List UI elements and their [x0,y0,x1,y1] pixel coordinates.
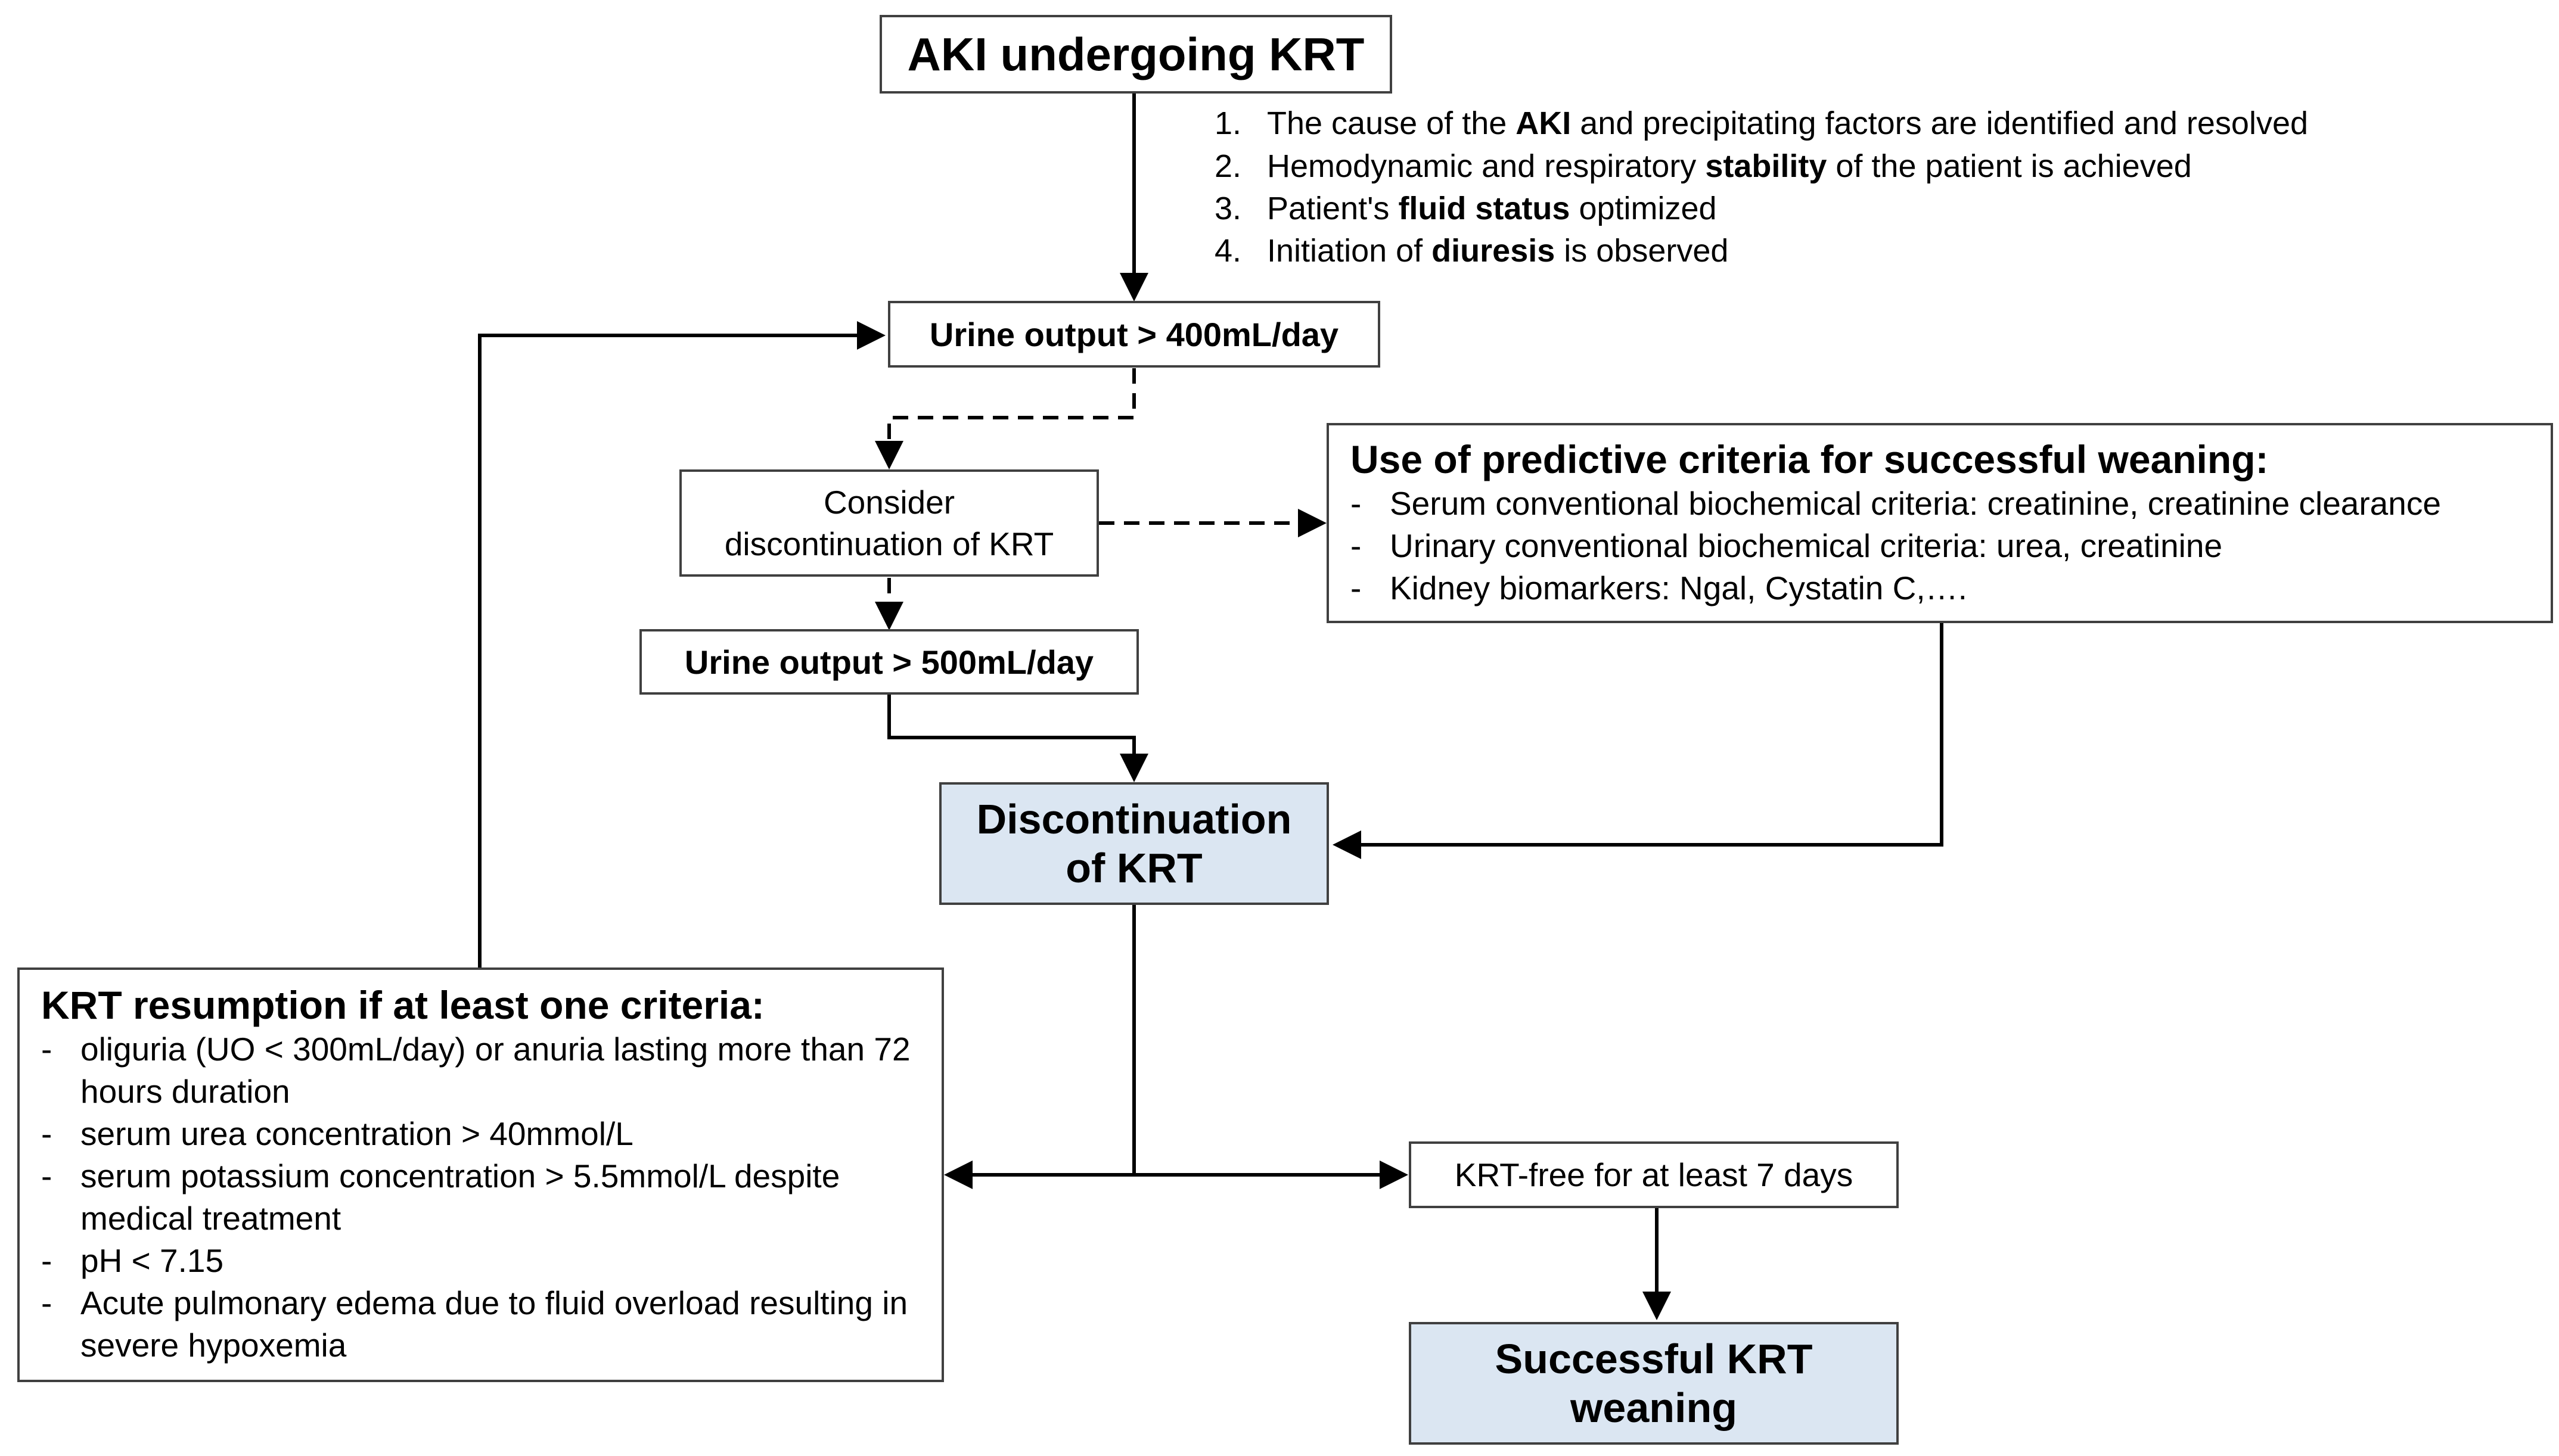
krt-resumption-box: KRT resumption if at least one criteria:… [17,967,944,1382]
condition-text-bold: stability [1705,148,1827,184]
resumption-criteria-text: oliguria (UO < 300mL/day) or anuria last… [80,1031,911,1110]
condition-text-bold: AKI [1515,105,1572,141]
arrow-resumption-loop-to-uo400 [478,321,886,967]
urine-output-500-label: Urine output > 500mL/day [684,643,1094,681]
arrow-uo500-to-discontinuation [887,694,1148,782]
successful-weaning-node: Successful KRT weaning [1409,1322,1899,1445]
resumption-criteria-item: -oliguria (UO < 300mL/day) or anuria las… [41,1028,924,1113]
predictive-criteria-text: Kidney biomarkers: Ngal, Cystatin C,…. [1390,570,1967,606]
condition-text-post: and precipitating factors are identified… [1571,105,2309,141]
urine-output-400-node: Urine output > 400mL/day [888,301,1380,368]
successful-weaning-line-2: weaning [1570,1385,1738,1431]
condition-number: 4. [1215,233,1242,269]
bullet-dash: - [41,1242,52,1279]
krt-free-label: KRT-free for at least 7 days [1454,1156,1853,1193]
predictive-criteria-item: -Urinary conventional biochemical criter… [1350,525,2551,567]
condition-number: 1. [1215,105,1242,141]
condition-item: 1. The cause of the AKI and precipitating… [1175,105,2308,142]
bullet-dash: - [1350,527,1362,564]
consider-discontinuation-node: Consider discontinuation of KRT [679,469,1099,577]
urine-output-500-node: Urine output > 500mL/day [639,629,1139,695]
krt-resumption-title: KRT resumption if at least one criteria: [41,983,765,1027]
condition-text-pre: Initiation of [1267,233,1432,269]
successful-weaning-line-1: Successful KRT [1495,1336,1813,1382]
consider-line-2: discontinuation of KRT [724,525,1054,562]
condition-item: 4. Initiation of diuresis is observed [1175,232,1728,269]
condition-number: 2. [1215,148,1242,184]
bullet-dash: - [41,1158,52,1194]
bullet-dash: - [41,1031,52,1068]
resumption-criteria-item: -pH < 7.15 [41,1240,924,1282]
krt-resumption-list: -oliguria (UO < 300mL/day) or anuria las… [41,1028,924,1367]
resumption-criteria-text: serum potassium concentration > 5.5mmol/… [80,1158,840,1237]
resumption-criteria-item: -serum potassium concentration > 5.5mmol… [41,1155,924,1240]
condition-text-pre: Hemodynamic and respiratory [1267,148,1706,184]
condition-text-bold: fluid status [1398,191,1570,226]
resumption-criteria-item: -serum urea concentration > 40mmol/L [41,1113,924,1155]
condition-text-pre: The cause of the [1267,105,1516,141]
discontinuation-line-2: of KRT [1066,845,1203,891]
discontinuation-line-1: Discontinuation [976,796,1292,842]
krt-free-node: KRT-free for at least 7 days [1409,1141,1899,1208]
resumption-criteria-item: -Acute pulmonary edema due to fluid over… [41,1282,924,1367]
condition-item: 2.Hemodynamic and respiratory stability … [1175,148,2192,185]
condition-text-bold: diuresis [1431,233,1555,269]
conditions-list: 1. The cause of the AKI and precipitating… [1175,105,2427,284]
bullet-dash: - [1350,485,1362,522]
resumption-criteria-text: Acute pulmonary edema due to fluid overl… [80,1284,908,1364]
predictive-criteria-item: -Kidney biomarkers: Ngal, Cystatin C,…. [1350,567,2551,609]
bullet-dash: - [1350,570,1362,606]
discontinuation-node: Discontinuation of KRT [939,782,1329,905]
resumption-criteria-text: pH < 7.15 [80,1242,224,1279]
predictive-criteria-title: Use of predictive criteria for successfu… [1350,437,2269,481]
dashed-uo400-to-consider [875,368,1136,469]
condition-text-post: of the patient is achieved [1827,148,2192,184]
predictive-criteria-item: -Serum conventional biochemical criteria… [1350,483,2551,525]
condition-text-pre: Patient's [1267,191,1399,226]
resumption-criteria-text: serum urea concentration > 40mmol/L [80,1115,633,1152]
start-node-label: AKI undergoing KRT [907,27,1365,80]
bullet-dash: - [41,1115,52,1152]
consider-line-1: Consider [823,484,955,521]
arrow-predictive-to-discontinuation [1333,623,1943,859]
bullet-dash: - [41,1284,52,1321]
predictive-criteria-box: Use of predictive criteria for successfu… [1327,423,2553,623]
condition-item: 3. Patient's fluid status optimized [1175,190,1717,227]
urine-output-400-label: Urine output > 400mL/day [929,315,1339,353]
condition-number: 3. [1215,191,1242,226]
condition-text-post: is observed [1555,233,1729,269]
condition-text-post: optimized [1570,191,1717,226]
start-node: AKI undergoing KRT [880,15,1392,94]
predictive-criteria-text: Serum conventional biochemical criteria:… [1390,485,2441,522]
predictive-criteria-list: -Serum conventional biochemical criteria… [1350,483,2551,609]
predictive-criteria-text: Urinary conventional biochemical criteri… [1390,527,2223,564]
